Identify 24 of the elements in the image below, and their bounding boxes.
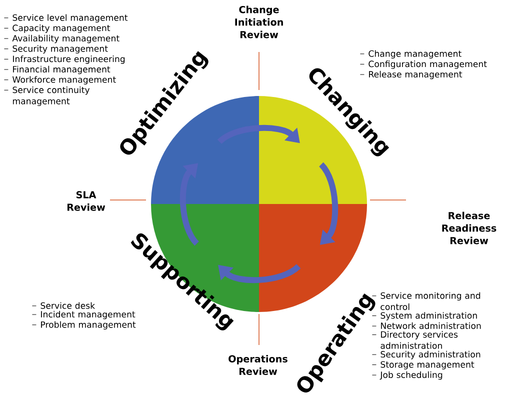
list-item: Network administration — [372, 322, 481, 330]
list-item: Change management — [360, 50, 462, 59]
list-item: Storage management — [372, 361, 474, 370]
review-label: Release Readiness Review — [442, 212, 496, 244]
list-item: Job scheduling — [372, 371, 442, 380]
review-label: SLA Review — [67, 191, 106, 211]
list-item: Workforce management — [4, 76, 116, 84]
cycle-arrow — [218, 124, 300, 144]
list-item: Configuration management — [360, 60, 487, 69]
cycle-arrow — [218, 264, 300, 284]
list-item: Capacity management — [4, 24, 110, 33]
list-item: Service level management — [4, 14, 128, 23]
list-item: Security management — [4, 45, 108, 54]
list-item: Service continuity management — [4, 86, 90, 106]
review-label: Change Initiation Review — [235, 6, 283, 38]
list-item: Security administration — [372, 350, 480, 360]
review-label: Operations Review — [228, 355, 288, 375]
list-item: Service desk — [32, 302, 96, 309]
cycle-arrow — [318, 162, 338, 245]
list-item: Directory services administration — [372, 331, 458, 349]
list-item: Financial management — [4, 66, 110, 74]
list-item: System administration — [372, 312, 477, 320]
list-item: Availability management — [4, 34, 120, 44]
cycle-arrow — [180, 163, 200, 246]
